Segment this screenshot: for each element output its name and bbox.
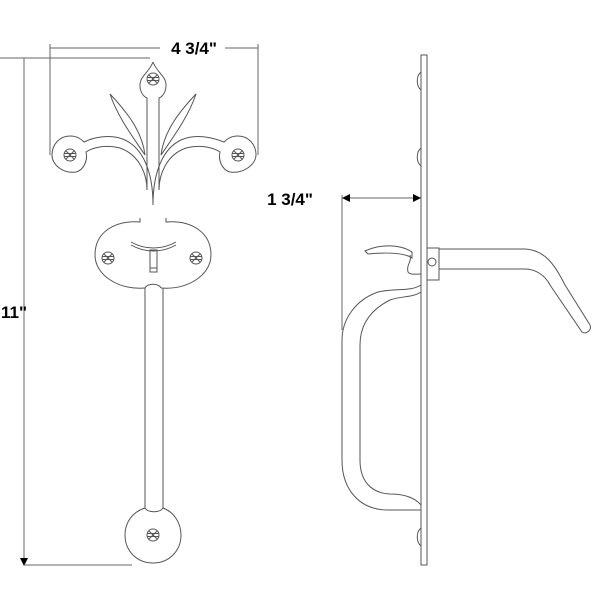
projection-dimension (341, 194, 421, 330)
front-view-handle (51, 61, 257, 564)
projection-label: 1 3/4" (267, 190, 313, 209)
side-view-handle (341, 54, 591, 566)
height-label: 11" (1, 303, 27, 322)
width-label: 4 3/4" (171, 39, 217, 58)
width-dimension (0, 44, 259, 155)
height-dimension (20, 58, 132, 566)
